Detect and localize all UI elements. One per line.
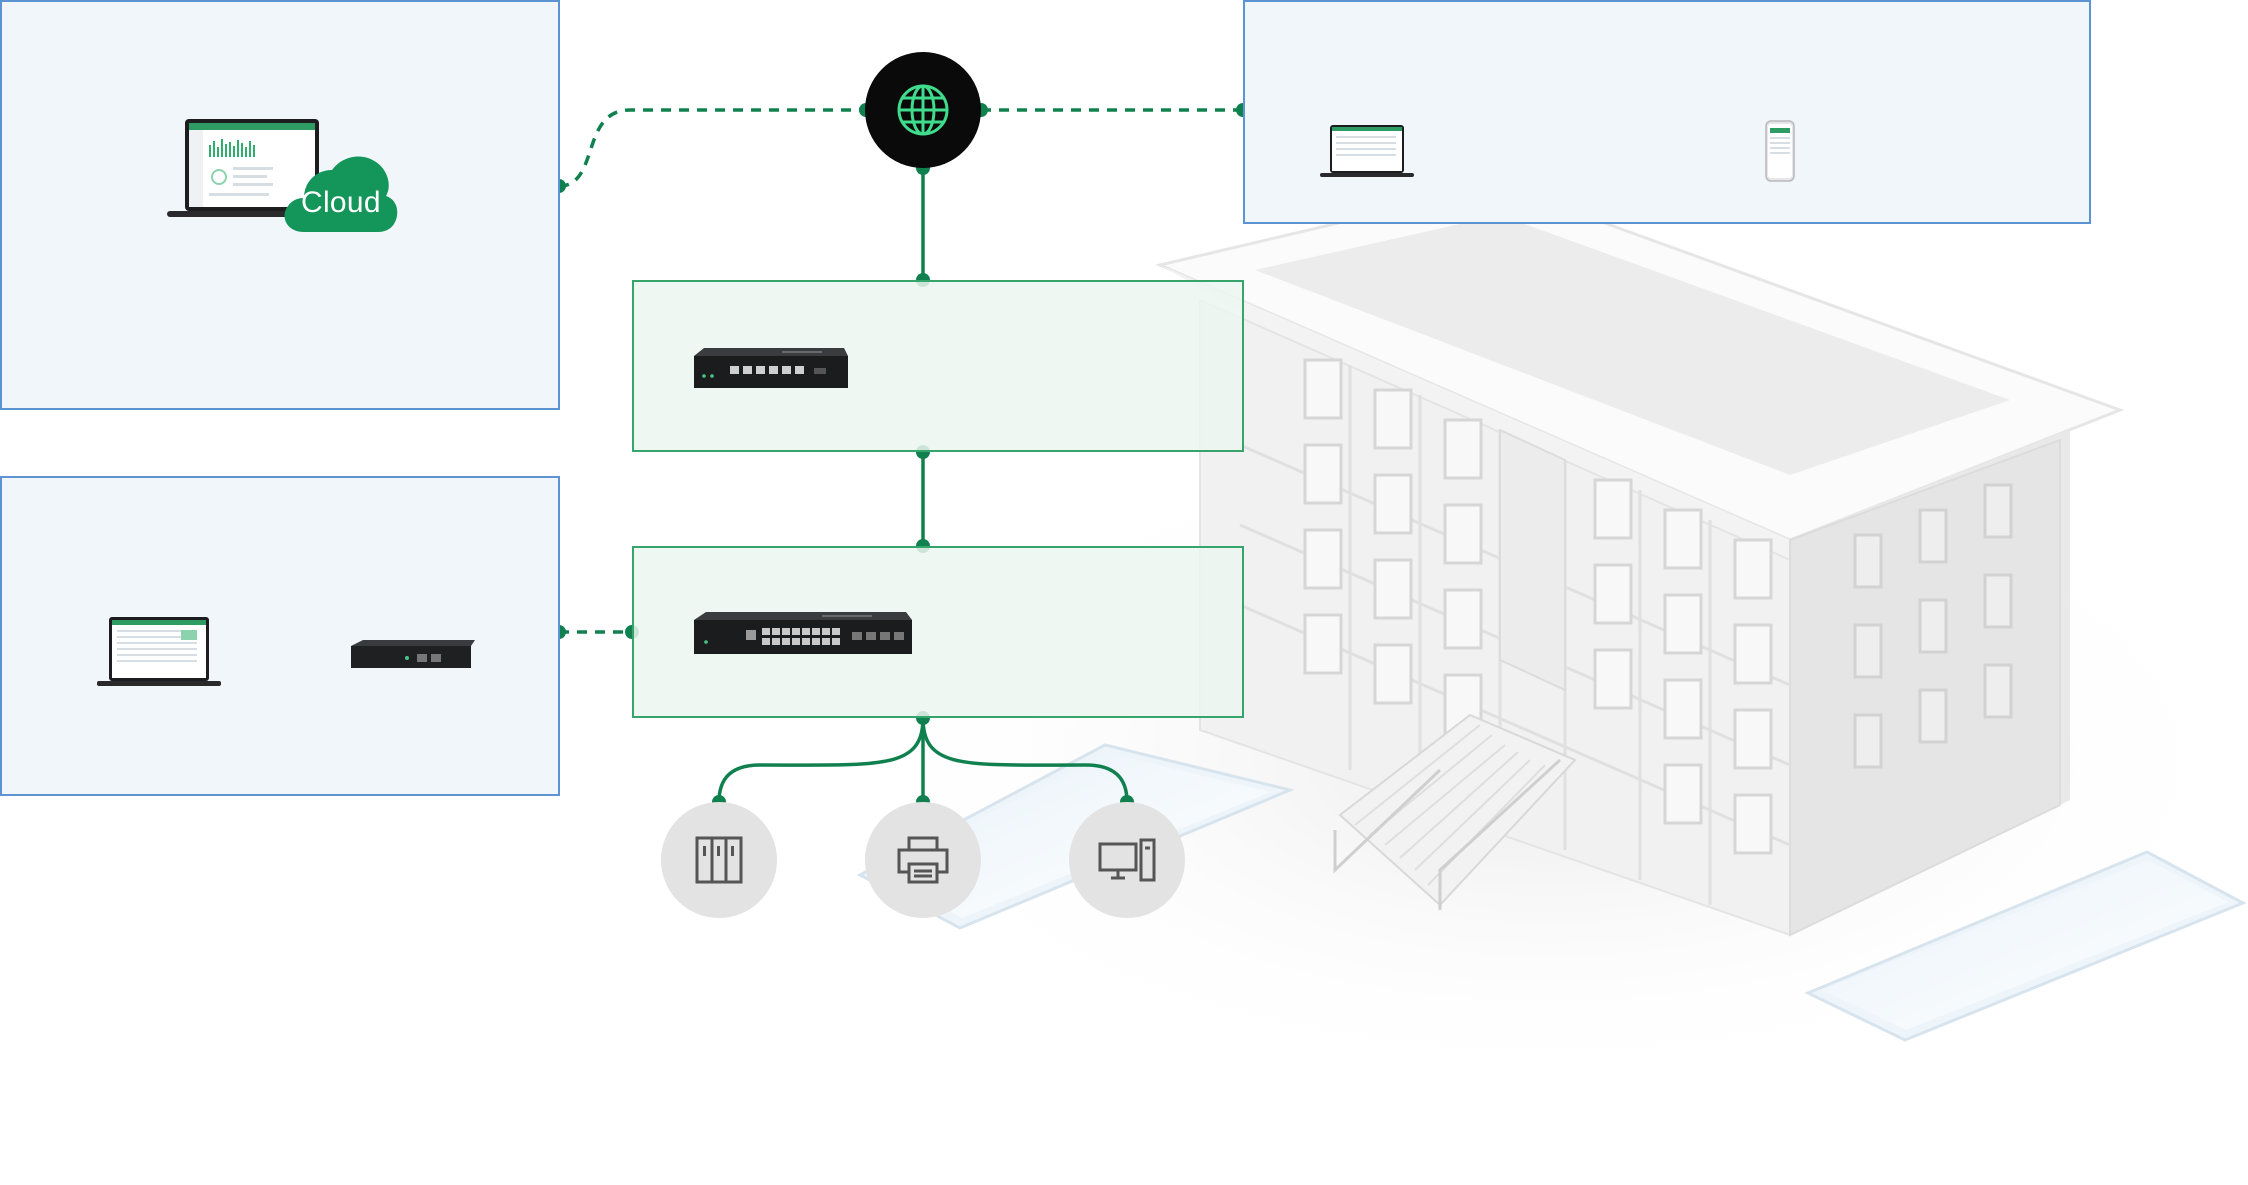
hardware-controller-device xyxy=(351,640,475,668)
internet-node xyxy=(865,52,981,168)
endpoint-server xyxy=(661,802,777,918)
cloud-management-panel: Cloud xyxy=(0,0,560,410)
server-rack-icon xyxy=(695,836,743,884)
router-panel xyxy=(632,280,1244,452)
remote-management-panel xyxy=(1243,0,2091,224)
router-device xyxy=(694,348,848,388)
remote-laptop-image xyxy=(1320,125,1414,177)
switch-panel xyxy=(632,546,1244,718)
entrance-stairs xyxy=(1333,713,1577,910)
cloud-icon xyxy=(284,156,398,232)
desktop-pc-icon xyxy=(1098,838,1156,882)
endpoint-desktop xyxy=(1069,802,1185,918)
laptop-dashboard-image xyxy=(167,119,339,217)
endpoint-printer xyxy=(865,802,981,918)
mobile-app-phone xyxy=(1765,120,1795,182)
ground-glass-panel-right xyxy=(1804,850,2247,1042)
network-switch-device xyxy=(694,612,912,654)
printer-icon xyxy=(897,836,949,884)
local-controller-panel xyxy=(0,476,560,796)
globe-icon xyxy=(897,84,949,136)
cloud-label: Cloud xyxy=(301,186,381,219)
laptop-controller-image xyxy=(97,617,221,686)
